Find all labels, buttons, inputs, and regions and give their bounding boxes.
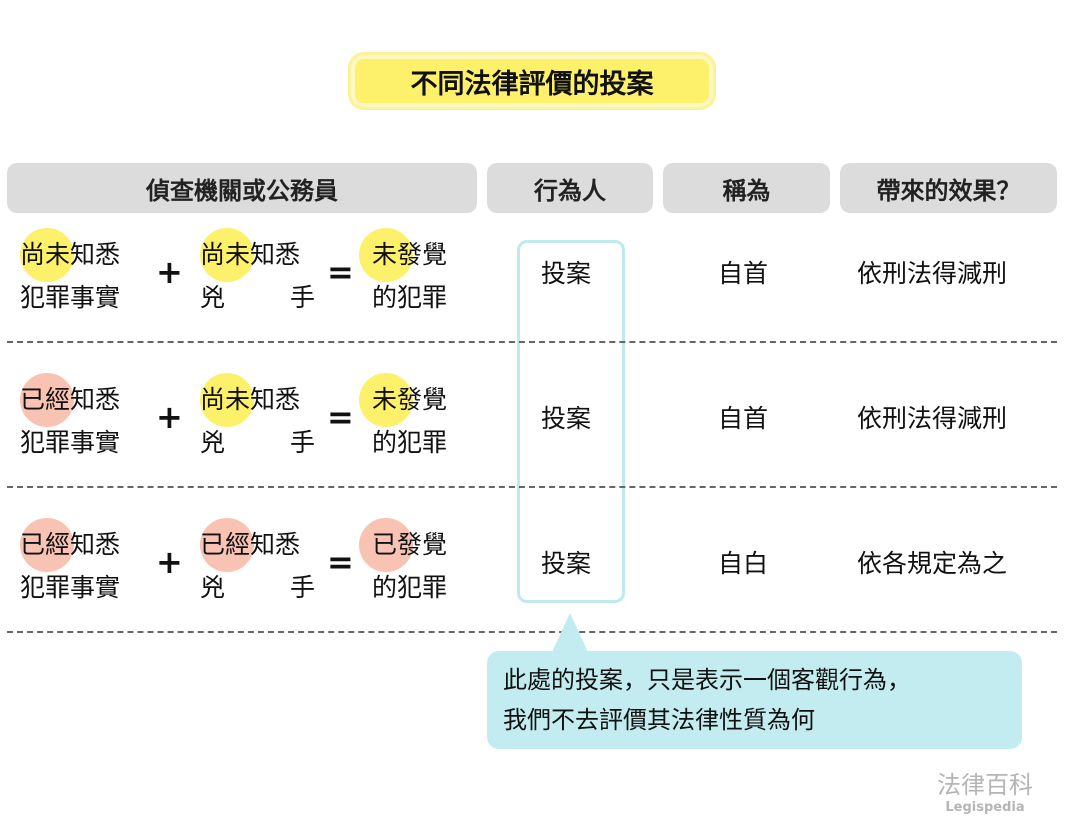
status-circle (200, 373, 254, 427)
suspect-status: 尚未知悉 (200, 240, 301, 269)
row-divider (7, 631, 1057, 633)
status-circle (20, 518, 74, 572)
plus-sign: + (156, 253, 183, 291)
legal-effect: 依各規定為之 (857, 549, 1008, 578)
legal-term: 自白 (718, 549, 769, 578)
actor-action: 投案 (541, 404, 592, 433)
suspect-label-2: 手 (290, 428, 316, 457)
crime-facts-label: 犯罪事實 (20, 573, 121, 602)
crime-facts-label: 犯罪事實 (20, 428, 121, 457)
status-circle (200, 518, 254, 572)
status-circle (359, 518, 413, 572)
investigator-status: 已經知悉 (20, 530, 121, 559)
actor-action: 投案 (541, 549, 592, 578)
legal-effect: 依刑法得減刑 (857, 259, 1008, 288)
crime-label: 的犯罪 (372, 573, 448, 602)
actor-highlight-box (517, 240, 625, 603)
note-line: 此處的投案，只是表示一個客觀行為， (503, 666, 911, 694)
status-circle (20, 228, 74, 282)
legal-effect: 依刑法得減刑 (857, 404, 1008, 433)
discovery-status: 已發覺 (372, 530, 448, 559)
legal-term: 自首 (718, 259, 769, 288)
plus-sign: + (156, 543, 183, 581)
legispedia-logo: 法律百科 Legispedia (930, 765, 1040, 815)
crime-label: 的犯罪 (372, 428, 448, 457)
status-circle (20, 373, 74, 427)
suspect-label-1: 兇 (200, 428, 226, 457)
discovery-status: 未發覺 (372, 240, 448, 269)
suspect-label-1: 兇 (200, 283, 226, 312)
callout-pointer (552, 613, 588, 652)
logo-en: Legispedia (945, 800, 1025, 815)
header-investigator: 偵查機關或公務員 (7, 163, 477, 213)
note-callout: 此處的投案，只是表示一個客觀行為， 我們不去評價其法律性質為何 (487, 651, 1022, 749)
suspect-label-2: 手 (290, 283, 316, 312)
discovery-status: 未發覺 (372, 385, 448, 414)
suspect-status: 已經知悉 (200, 530, 301, 559)
crime-label: 的犯罪 (372, 283, 448, 312)
suspect-status: 尚未知悉 (200, 385, 301, 414)
row-divider (7, 486, 1057, 488)
equals-sign: = (327, 398, 354, 436)
suspect-label-2: 手 (290, 573, 316, 602)
logo-zh: 法律百科 (937, 771, 1033, 799)
status-circle (359, 228, 413, 282)
crime-facts-label: 犯罪事實 (20, 283, 121, 312)
status-circle (200, 228, 254, 282)
investigator-status: 已經知悉 (20, 385, 121, 414)
header-term: 稱為 (663, 163, 830, 213)
investigator-status: 尚未知悉 (20, 240, 121, 269)
status-circle (359, 373, 413, 427)
row-divider (7, 341, 1057, 343)
legal-term: 自首 (718, 404, 769, 433)
diagram-title: 不同法律評價的投案 (348, 52, 716, 110)
suspect-label-1: 兇 (200, 573, 226, 602)
header-actor: 行為人 (487, 163, 653, 213)
actor-action: 投案 (541, 259, 592, 288)
header-effect: 帶來的效果？ (840, 163, 1057, 213)
equals-sign: = (327, 253, 354, 291)
equals-sign: = (327, 543, 354, 581)
plus-sign: + (156, 398, 183, 436)
note-line: 我們不去評價其法律性質為何 (503, 706, 815, 734)
